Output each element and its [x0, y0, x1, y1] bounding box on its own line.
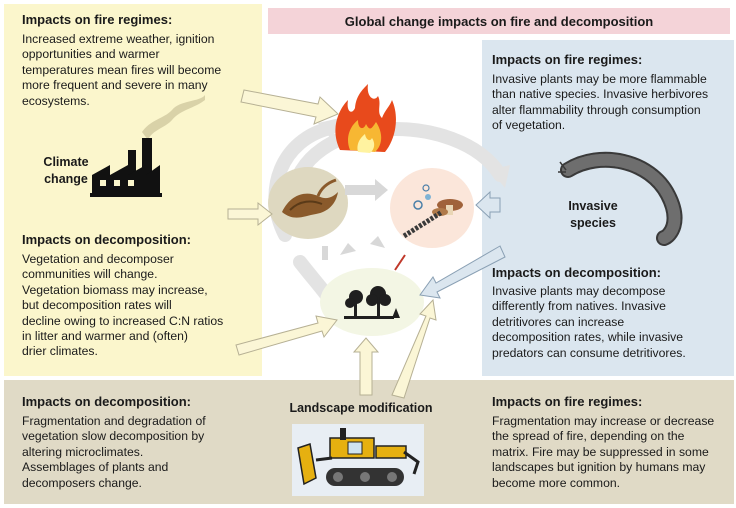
- text-line: Invasive plants may be more flammable: [492, 72, 707, 86]
- invasive-fire-heading: Impacts on fire regimes:: [492, 52, 643, 67]
- text-line: vegetation slow decomposition by: [22, 429, 205, 444]
- text-line: decomposers change.: [22, 475, 142, 490]
- fire-icon: [335, 84, 396, 153]
- bulldozer-icon: [292, 424, 424, 496]
- text-line: Assemblages of plants and: [22, 460, 169, 475]
- text-line: Fragmentation and degradation of: [22, 414, 206, 428]
- invasive-species-label: Invasive species: [558, 198, 628, 232]
- label-line: Invasive: [568, 199, 618, 213]
- decomposer-icon: [282, 178, 338, 218]
- climate-change-label: Climate change: [36, 154, 96, 188]
- text-line: but decomposition rates will: [22, 298, 172, 313]
- cycle-arrowhead-left: [318, 118, 340, 140]
- text-line: detritivores can increase: [492, 314, 625, 329]
- text-line: differently from natives. Invasive: [492, 299, 666, 314]
- label-line: species: [570, 216, 616, 230]
- text-line: matrix. Fire may be suppressed in some: [492, 444, 709, 459]
- text-line: become more common.: [492, 475, 621, 490]
- text-line: ecosystems.: [22, 93, 90, 108]
- landscape-decomp-heading: Impacts on decomposition:: [22, 394, 192, 409]
- invasive-decomp-heading: Impacts on decomposition:: [492, 265, 662, 280]
- invasive-fire-text: Invasive plants may be more flammable th…: [492, 72, 732, 134]
- inner-arrows: [322, 179, 388, 260]
- block-arrows: [227, 89, 437, 399]
- arrow-invasive-to-vegetation: [419, 245, 506, 299]
- text-line: decomposition rates, while invasive: [492, 330, 684, 345]
- blue-arrows: [419, 190, 506, 299]
- cycle-arrowhead-right: [490, 165, 510, 188]
- text-line: Vegetation and decomposer: [22, 252, 174, 266]
- arrow-invasive-to-decomposition: [475, 190, 501, 220]
- arrow-climate-to-fire: [240, 89, 339, 125]
- text-line: opportunities and warmer: [22, 47, 160, 62]
- text-line: Vegetation biomass may increase,: [22, 282, 208, 297]
- climate-fire-text: Increased extreme weather, ignition oppo…: [22, 32, 262, 109]
- text-line: decline owing to increased C:N ratios: [22, 313, 224, 328]
- invasive-panel: [482, 40, 734, 376]
- text-line: Invasive plants may decompose: [492, 284, 666, 298]
- landscape-fire-heading: Impacts on fire regimes:: [492, 394, 643, 409]
- text-line: landscapes but ignition by humans may: [492, 460, 706, 475]
- landscape-decomp-text: Fragmentation and degradation of vegetat…: [22, 414, 272, 491]
- landscape-modification-label: Landscape modification: [289, 401, 433, 415]
- title-box: [268, 8, 730, 34]
- text-line: altering microclimates.: [22, 444, 144, 459]
- arrow-landscape-to-decomposition: [391, 298, 437, 399]
- label-line: change: [44, 172, 88, 186]
- text-line: the spread of fire, depending on the: [492, 429, 685, 444]
- vegetation-icon: [344, 286, 400, 319]
- text-line: in litter and warmer and (often): [22, 329, 188, 344]
- decomposition-icon: [402, 184, 463, 239]
- factory-icon: [90, 95, 205, 197]
- text-line: communities will change.: [22, 267, 158, 282]
- text-line: than native species. Invasive herbivores: [492, 87, 709, 102]
- text-line: Fragmentation may increase or decrease: [492, 414, 715, 428]
- landscape-fire-text: Fragmentation may increase or decrease t…: [492, 414, 732, 491]
- decomposition-node: [390, 168, 474, 248]
- arrow-climate-to-decomposer: [227, 201, 273, 227]
- text-line: temperatures mean fires will become: [22, 62, 222, 77]
- text-line: alter flammability through consumption: [492, 102, 701, 117]
- arrow-climate-to-vegetation: [235, 315, 338, 356]
- invasive-decomp-text: Invasive plants may decompose differentl…: [492, 284, 732, 361]
- millipede-icon: [558, 151, 683, 246]
- text-line: Increased extreme weather, ignition: [22, 32, 215, 46]
- climate-decomp-text: Vegetation and decomposer communities wi…: [22, 252, 262, 360]
- page-title: Global change impacts on fire and decomp…: [344, 14, 654, 29]
- text-line: more frequent and severe in many: [22, 78, 208, 93]
- red-link: [394, 254, 406, 271]
- climate-fire-heading: Impacts on fire regimes:: [22, 12, 173, 27]
- text-line: drier climates.: [22, 344, 98, 359]
- text-line: of vegetation.: [492, 118, 566, 133]
- climate-decomp-heading: Impacts on decomposition:: [22, 232, 192, 247]
- label-line: Climate: [43, 155, 89, 169]
- text-line: predators can consume detritivores.: [492, 345, 686, 360]
- arrow-landscape-to-vegetation: [352, 337, 380, 396]
